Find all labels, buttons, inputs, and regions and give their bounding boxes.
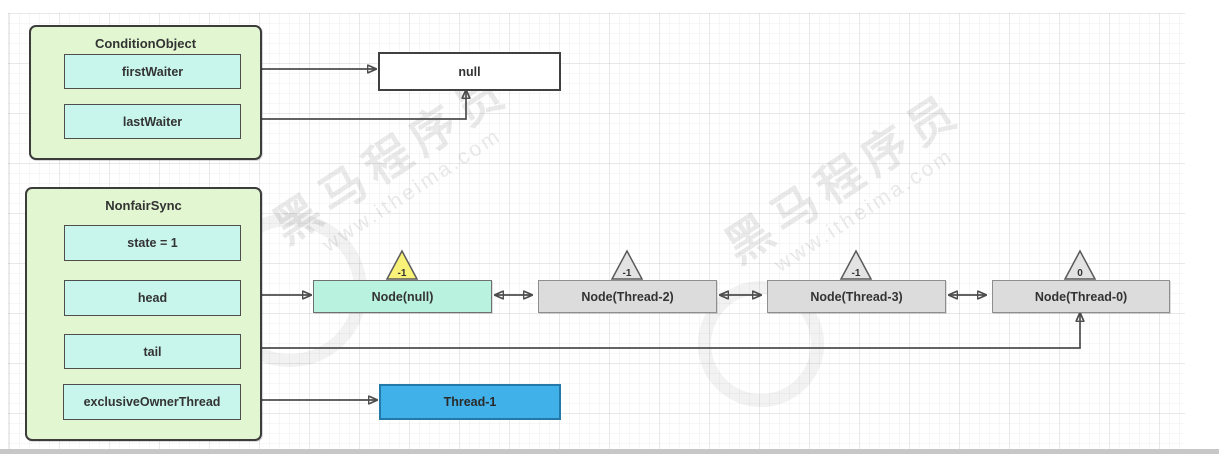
null-reference-box: null (378, 52, 561, 91)
queue-node-label: Node(Thread-2) (581, 289, 674, 304)
condition-object-title: ConditionObject (94, 36, 197, 51)
wait-status-value: -1 (398, 268, 407, 279)
queue-node-thread0: Node(Thread-0) (992, 280, 1170, 313)
queue-node-thread3: Node(Thread-3) (767, 280, 946, 313)
queue-node-null: Node(null) (313, 280, 492, 313)
wait-status-value: 0 (1077, 268, 1083, 279)
queue-node-label: Node(null) (371, 289, 434, 304)
field-lastwaiter-label: lastWaiter (122, 114, 183, 129)
queue-node-label: Node(Thread-0) (1034, 289, 1128, 304)
field-head: head (64, 280, 241, 316)
wait-status-triangle-node0: -1 (385, 249, 419, 280)
field-tail-label: tail (143, 344, 162, 359)
queue-node-label: Node(Thread-3) (810, 289, 903, 304)
field-firstwaiter-label: firstWaiter (121, 64, 184, 79)
field-head-label: head (137, 291, 168, 305)
wait-status-triangle-node1: -1 (610, 249, 644, 280)
owner-thread-label: Thread-1 (443, 395, 497, 409)
condition-object-box: ConditionObject firstWaiter lastWaiter (29, 25, 262, 160)
wait-status-value: -1 (852, 268, 861, 279)
field-lastwaiter: lastWaiter (64, 104, 241, 139)
wait-status-triangle-node2: -1 (839, 249, 873, 280)
field-exclusiveownerthread: exclusiveOwnerThread (63, 384, 241, 420)
queue-node-thread2: Node(Thread-2) (538, 280, 717, 313)
field-tail: tail (64, 334, 241, 369)
field-firstwaiter: firstWaiter (64, 54, 241, 89)
owner-thread-box: Thread-1 (379, 384, 561, 420)
nonfairsync-box: NonfairSync state = 1 head tail exclusiv… (25, 187, 262, 441)
wait-status-value: -1 (623, 268, 632, 279)
nonfairsync-title: NonfairSync (105, 198, 182, 213)
wait-status-triangle-node3: 0 (1063, 249, 1097, 280)
field-state-label: state = 1 (127, 236, 178, 250)
window-bottom-edge (0, 449, 1219, 454)
field-state: state = 1 (64, 225, 241, 261)
null-reference-label: null (458, 64, 481, 79)
field-exclusiveownerthread-label: exclusiveOwnerThread (83, 395, 221, 409)
